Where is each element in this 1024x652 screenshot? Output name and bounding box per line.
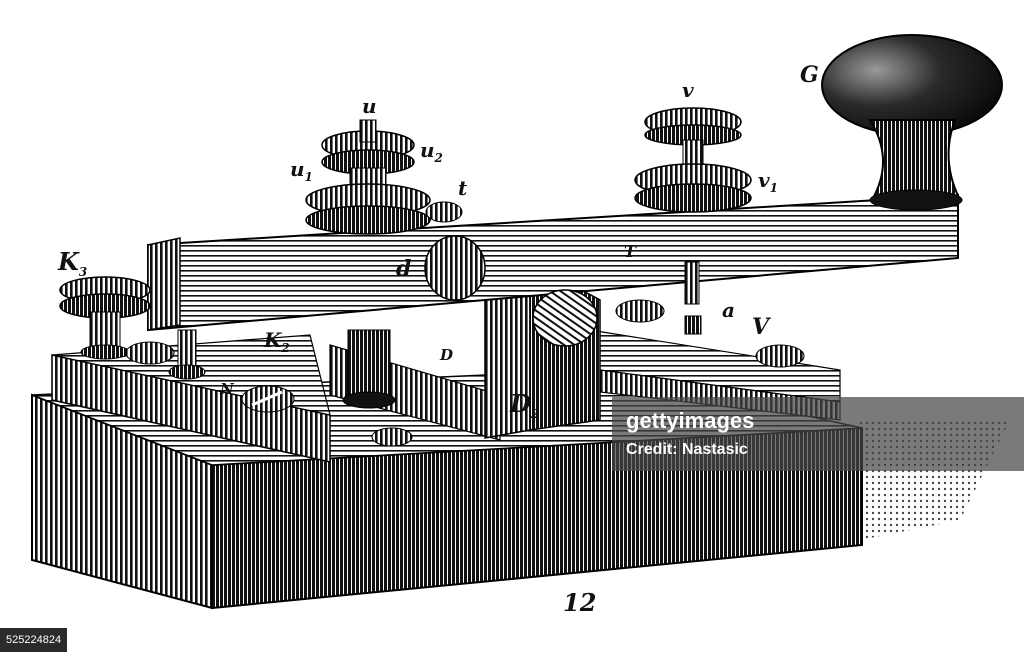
label-u1: u1: [290, 157, 313, 184]
u1-nut-lower-disc: [305, 205, 431, 235]
contact-pin: [684, 261, 700, 305]
rear-screw-head: [615, 299, 665, 323]
pivot-screw-front: [424, 235, 486, 301]
t-screw-head: [425, 201, 463, 223]
v-screw-head: [755, 344, 805, 368]
k3-terminal-base: [80, 344, 130, 360]
label-t: t: [458, 176, 468, 200]
label-u2: u2: [420, 138, 443, 165]
lever-post-base: [168, 364, 206, 380]
front-screw-head: [371, 427, 413, 447]
v1-nut-lower-disc: [634, 183, 752, 213]
k2-spring-base: [342, 391, 396, 409]
label-K3: K3: [58, 247, 88, 279]
lever-end-face: [147, 237, 181, 331]
a-contact-stud: [684, 315, 702, 335]
label-v1: v1: [758, 168, 778, 195]
label-T: T: [624, 242, 636, 261]
pivot-screw-back: [532, 289, 598, 347]
label-D2: D2: [510, 389, 540, 421]
label-D: D: [440, 346, 454, 364]
label-u: u: [362, 94, 377, 118]
label-G: G: [800, 62, 819, 88]
watermark-banner: [612, 397, 1024, 471]
watermark-brand: gettyimages: [626, 408, 755, 433]
label-V: V: [752, 314, 770, 340]
n-screw-slot: [251, 390, 283, 407]
label-a: a: [722, 298, 735, 322]
label-N: N: [220, 380, 234, 398]
knob-base-ring: [869, 189, 963, 211]
left-screw-head: [125, 341, 175, 365]
label-K2: K2: [264, 328, 290, 355]
image-id-tag: 525224824: [0, 628, 68, 652]
watermark-credit: Credit: Nastasic: [626, 441, 748, 458]
label-v: v: [682, 78, 694, 102]
k2-spring-assembly: [347, 329, 391, 401]
u-screw-tip: [359, 119, 377, 143]
label-d: d: [396, 256, 412, 282]
knob-stem: [868, 119, 962, 201]
figure-number: 12: [563, 588, 597, 617]
